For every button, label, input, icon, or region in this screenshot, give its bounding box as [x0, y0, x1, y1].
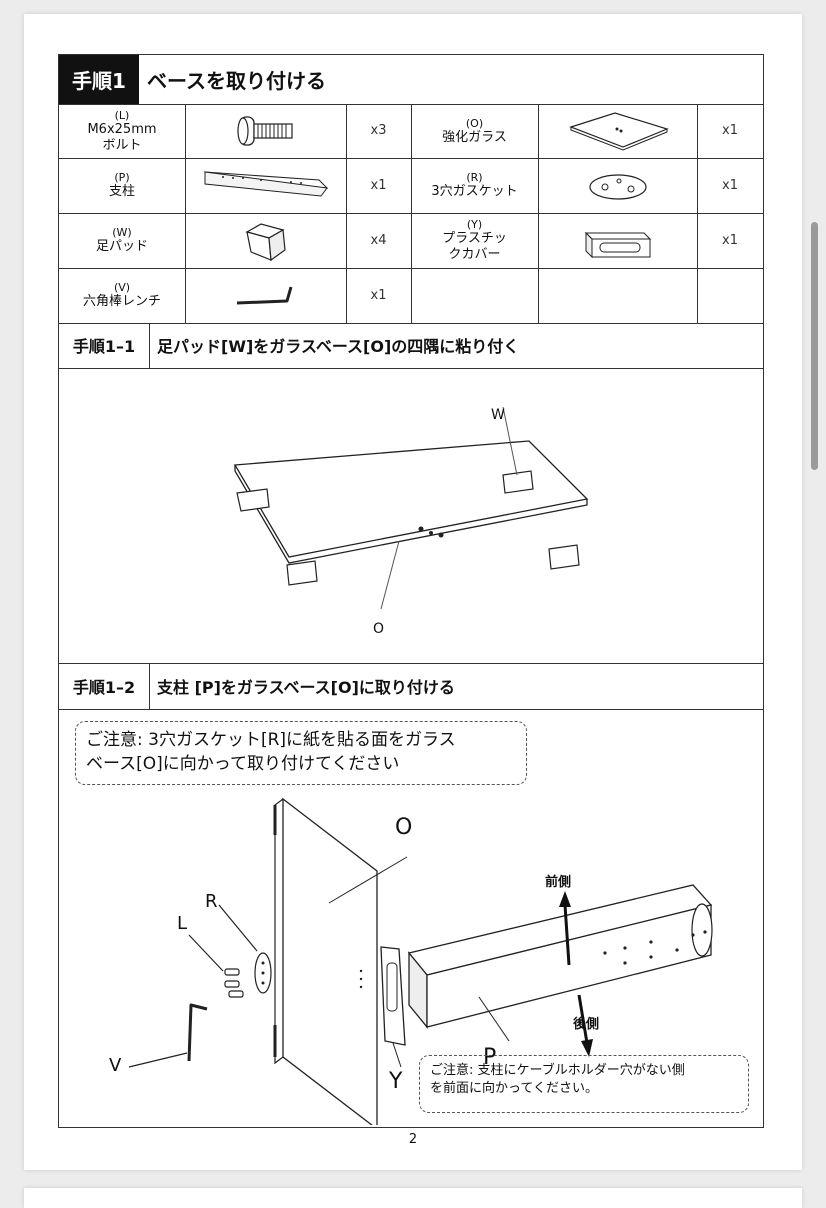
part-W-qty: x4 — [370, 232, 387, 248]
next-page-edge — [24, 1188, 802, 1208]
page-number: 2 — [408, 1132, 418, 1147]
part-Y-qty: x1 — [722, 232, 738, 248]
note-gasket: ご注意: 3穴ガスケット[R]に紙を貼る面をガラス ベース[O]に向かって取り付… — [75, 721, 527, 785]
label-gasket-r: R — [205, 891, 218, 912]
step1-1-title: 足パッド[W]をガラスベース[O]の四隅に粘り付く — [157, 337, 520, 356]
part-R-qty: x1 — [722, 177, 738, 193]
hex-wrench-image — [185, 268, 346, 323]
part-P-qty: x1 — [370, 177, 387, 193]
part-O-qty: x1 — [722, 123, 738, 138]
label-back-side: 後側 — [573, 1017, 600, 1032]
part-L-qty: x3 — [370, 123, 387, 138]
instruction-frame: 手順1 ベースを取り付ける (L) M6x25mm ボルト — [58, 54, 764, 1128]
step1-2-label: 手順1–2 — [72, 678, 136, 697]
label-cover-y: Y — [389, 1069, 403, 1094]
glass-base-pads-illustration — [233, 406, 589, 610]
plastic-cover-image — [538, 213, 697, 268]
step1-label: 手順1 — [59, 55, 139, 104]
foot-pad-image — [185, 213, 346, 268]
callout-w: W — [491, 407, 505, 423]
label-front-side: 前側 — [545, 875, 572, 890]
part-V-label: (V) 六角棒レンチ — [82, 281, 161, 309]
label-wrench-v: V — [109, 1055, 122, 1076]
label-bolt-l: L — [177, 913, 188, 934]
part-V-qty: x1 — [370, 287, 387, 303]
step1-title: ベースを取り付ける — [147, 69, 326, 93]
part-P-label: (P) 支柱 — [108, 171, 135, 199]
gasket-image — [538, 158, 697, 213]
callout-o: O — [373, 621, 385, 637]
step1-2-title: 支柱 [P]をガラスベース[O]に取り付ける — [157, 678, 455, 697]
part-R-label: (R) 3穴ガスケット — [431, 171, 518, 199]
part-O-label: (O) 強化ガラス — [442, 116, 507, 145]
note-column-direction: ご注意: 支柱にケーブルホルダー穴がない側 を前面に向かってください。 — [419, 1055, 749, 1113]
label-glass-o: O — [395, 815, 413, 840]
column-assembly-illustration — [128, 797, 713, 1125]
step1-1-label: 手順1–1 — [72, 337, 136, 356]
bolt-image — [185, 104, 346, 158]
label-column-p: P — [483, 1045, 497, 1070]
scrollbar-thumb[interactable] — [811, 222, 818, 470]
part-Y-label: (Y) プラスチッ クカバー — [442, 218, 507, 262]
part-W-label: (W) 足パッド — [95, 226, 148, 254]
column-image — [185, 158, 346, 213]
glass-image — [538, 104, 697, 158]
part-L-label: (L) M6x25mm ボルト — [87, 108, 157, 153]
